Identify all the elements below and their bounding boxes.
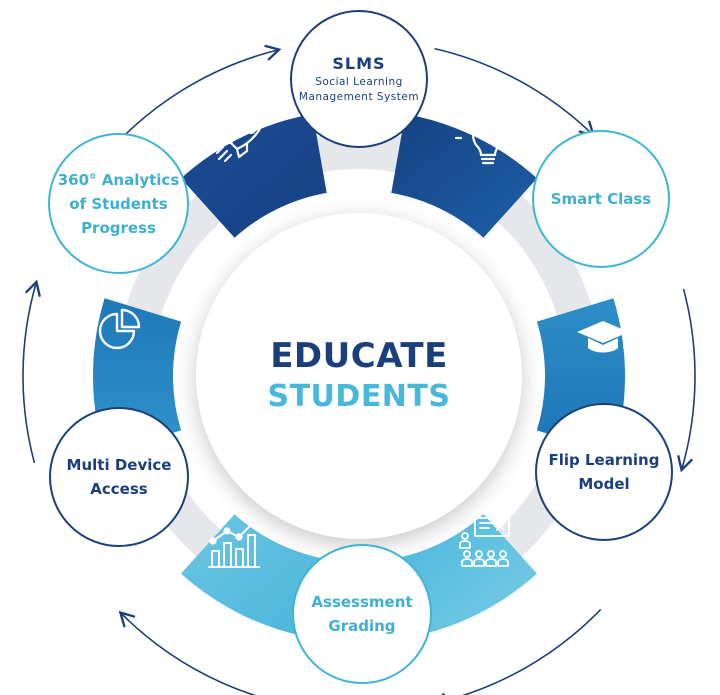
- node-assessment-line2: Grading: [328, 617, 396, 635]
- segment-rocket: [181, 114, 327, 238]
- rocket-icon: [215, 113, 267, 163]
- graduation-cap-icon: [577, 321, 629, 353]
- arrow-slms-to-smart-class: [434, 47, 596, 137]
- cycle-arrows: [22, 44, 696, 695]
- arrow-smart-class-to-flip: [677, 288, 696, 473]
- center-circle: EDUCATE STUDENTS: [196, 213, 522, 539]
- node-analytics-line3: Progress: [81, 218, 156, 237]
- arrow-multi-device-to-analytics: [22, 279, 41, 464]
- arrow-analytics-to-slms: [116, 44, 282, 144]
- node-smart-class-label: Smart Class: [550, 190, 652, 208]
- segment-lightbulb: [391, 114, 537, 238]
- ring-segments: [93, 114, 625, 638]
- node-smart-class: Smart Class: [532, 130, 670, 268]
- node-assessment-line1: Assessment: [311, 593, 413, 611]
- segment-bar-chart: [181, 514, 327, 638]
- arrow-flip-to-assessment: [430, 608, 602, 695]
- node-flip-learning-line1: Flip Learning: [548, 451, 660, 469]
- node-analytics: 360° Analytics of Students Progress: [48, 133, 189, 274]
- arrow-assessment-to-multi-device: [118, 610, 257, 695]
- pie-chart-icon: [98, 308, 141, 350]
- lightbulb-icon: [454, 106, 522, 165]
- center-title: EDUCATE: [270, 336, 448, 376]
- node-slms: SLMS Social Learning Management System: [290, 10, 428, 148]
- node-multi-device-line1: Multi Device: [66, 456, 172, 474]
- node-multi-device-line2: Access: [90, 480, 148, 498]
- presentation-audience-icon: [459, 517, 510, 567]
- node-slms-subtitle-line2: Management System: [298, 91, 420, 103]
- node-slms-subtitle-line1: Social Learning: [315, 76, 403, 88]
- center-subtitle: STUDENTS: [267, 379, 451, 414]
- node-analytics-line1: 360° Analytics: [57, 170, 180, 189]
- bar-chart-icon: [208, 519, 260, 568]
- node-multi-device: Multi Device Access: [49, 407, 189, 547]
- node-slms-title: SLMS: [332, 54, 386, 73]
- node-flip-learning-line2: Model: [578, 475, 630, 493]
- node-flip-learning: Flip Learning Model: [535, 403, 673, 541]
- node-assessment: Assessment Grading: [292, 544, 432, 684]
- node-analytics-line2: of Students: [69, 194, 168, 213]
